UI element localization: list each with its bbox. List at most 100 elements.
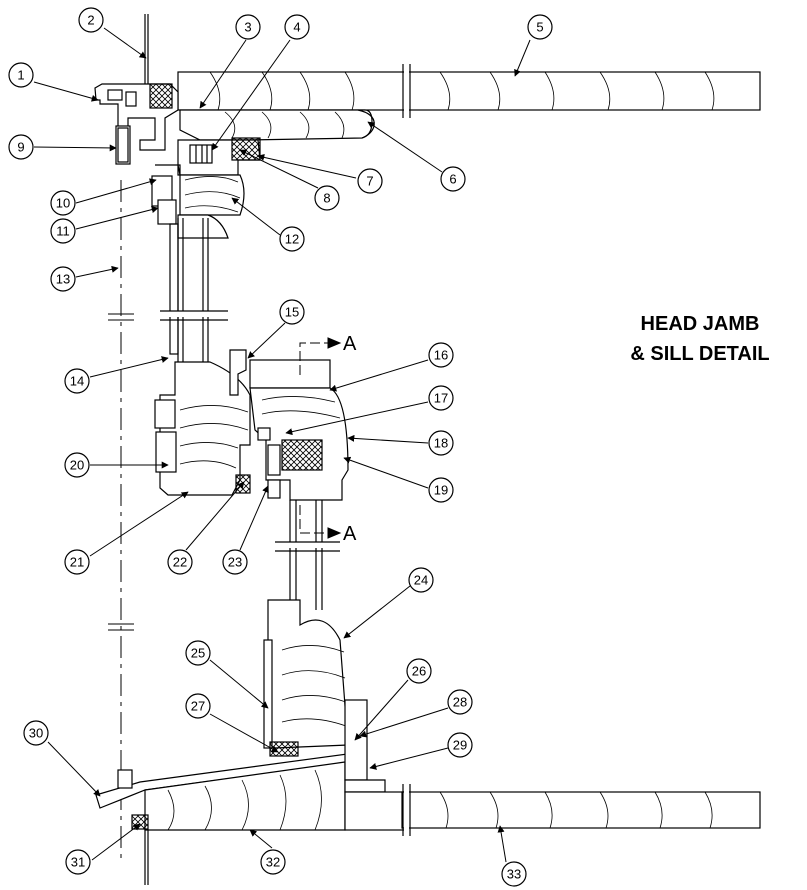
callout-bubble-1	[8, 62, 34, 88]
callout-leader-23	[239, 485, 269, 551]
callout-bubble-8	[314, 185, 340, 211]
callout-bubble-31	[65, 849, 91, 875]
callout-bubble-28	[447, 689, 473, 715]
sill-assembly	[95, 699, 761, 836]
callout-33: 33	[497, 825, 527, 887]
interior-reference-line	[108, 180, 134, 860]
callout-bubble-10	[50, 190, 76, 216]
callout-27: 27	[185, 693, 279, 753]
callout-leader-1	[33, 81, 99, 102]
callout-number-20: 20	[70, 458, 84, 473]
callout-number-27: 27	[191, 699, 205, 714]
callout-leader-19	[343, 456, 429, 489]
callout-leader-33	[497, 825, 507, 863]
callout-number-33: 33	[507, 867, 521, 882]
callout-number-8: 8	[323, 191, 330, 206]
callout-leader-15	[247, 322, 286, 359]
callout-leader-22	[185, 481, 245, 551]
callout-24: 24	[343, 567, 434, 639]
callout-7: 7	[257, 153, 383, 194]
callout-number-1: 1	[17, 68, 24, 83]
head-frame-profile	[94, 83, 179, 165]
callout-bubble-14	[64, 368, 90, 394]
callout-leader-31	[91, 823, 141, 861]
callout-leader-13	[75, 265, 119, 278]
callout-number-17: 17	[434, 391, 448, 406]
callout-leader-27	[209, 713, 279, 753]
callout-12: 12	[231, 197, 305, 252]
callout-number-14: 14	[70, 374, 84, 389]
callout-number-7: 7	[366, 174, 373, 189]
callout-23: 23	[222, 485, 269, 575]
callout-number-10: 10	[56, 196, 70, 211]
callout-leader-4	[211, 39, 291, 151]
callout-13: 13	[50, 265, 119, 292]
callout-leader-2	[103, 27, 147, 59]
lower-sash-bottom-rail	[263, 599, 349, 757]
callout-6: 6	[367, 121, 466, 192]
callout-bubble-19	[428, 477, 454, 503]
callout-bubble-25	[185, 640, 211, 666]
callout-leader-3	[199, 39, 247, 109]
callout-number-18: 18	[434, 436, 448, 451]
callout-21: 21	[64, 491, 189, 575]
callout-number-15: 15	[285, 305, 299, 320]
callout-leader-30	[47, 741, 101, 797]
callout-bubble-6	[440, 166, 466, 192]
callout-bubble-32	[260, 849, 286, 875]
callout-bubble-21	[64, 549, 90, 575]
callout-number-3: 3	[244, 20, 251, 35]
callout-28: 28	[359, 689, 473, 738]
callout-30: 30	[23, 720, 101, 797]
callout-3: 3	[199, 14, 261, 109]
callout-number-32: 32	[266, 855, 280, 870]
callout-leader-10	[75, 178, 157, 204]
callout-25: 25	[185, 640, 269, 709]
callout-number-24: 24	[414, 573, 428, 588]
callout-number-5: 5	[536, 20, 543, 35]
callout-number-19: 19	[434, 483, 448, 498]
callout-number-12: 12	[285, 232, 299, 247]
callout-bubble-5	[527, 14, 553, 40]
callout-leader-32	[249, 829, 273, 849]
callout-1: 1	[8, 62, 99, 102]
callout-bubble-26	[406, 658, 432, 684]
callout-leader-26	[354, 679, 409, 741]
callout-11: 11	[50, 206, 159, 244]
callout-number-25: 25	[191, 646, 205, 661]
callout-bubble-16	[428, 342, 454, 368]
callout-bubble-27	[185, 693, 211, 719]
callout-number-11: 11	[56, 224, 70, 239]
callout-leader-28	[359, 707, 449, 738]
callout-bubble-22	[167, 549, 193, 575]
callout-bubble-33	[501, 861, 527, 887]
callout-number-2: 2	[87, 13, 94, 28]
callout-bubble-29	[447, 732, 473, 758]
callout-number-4: 4	[293, 20, 300, 35]
callout-bubble-13	[50, 266, 76, 292]
callout-bubble-20	[64, 452, 90, 478]
callout-number-6: 6	[449, 172, 456, 187]
callout-leader-6	[367, 121, 443, 173]
callout-number-16: 16	[434, 348, 448, 363]
callout-bubble-2	[78, 7, 104, 33]
callout-10: 10	[50, 178, 157, 216]
callout-leader-21	[89, 491, 189, 557]
callout-leader-9	[33, 144, 117, 152]
callout-bubble-11	[50, 218, 76, 244]
callout-leader-18	[347, 434, 429, 444]
callout-leader-7	[257, 153, 357, 179]
callout-bubble-17	[428, 385, 454, 411]
callout-leader-11	[75, 206, 159, 230]
drawing-title-line1: HEAD JAMB	[641, 313, 760, 335]
callout-17: 17	[285, 385, 454, 436]
callout-bubble-30	[23, 720, 49, 746]
callout-number-31: 31	[71, 855, 85, 870]
drawing-title-line2: & SILL DETAIL	[630, 343, 769, 365]
lower-sash-glazing	[275, 500, 340, 610]
callout-31: 31	[65, 823, 141, 875]
callout-number-23: 23	[228, 555, 242, 570]
section-label-bottom: A	[343, 523, 357, 545]
callout-2: 2	[78, 7, 147, 59]
